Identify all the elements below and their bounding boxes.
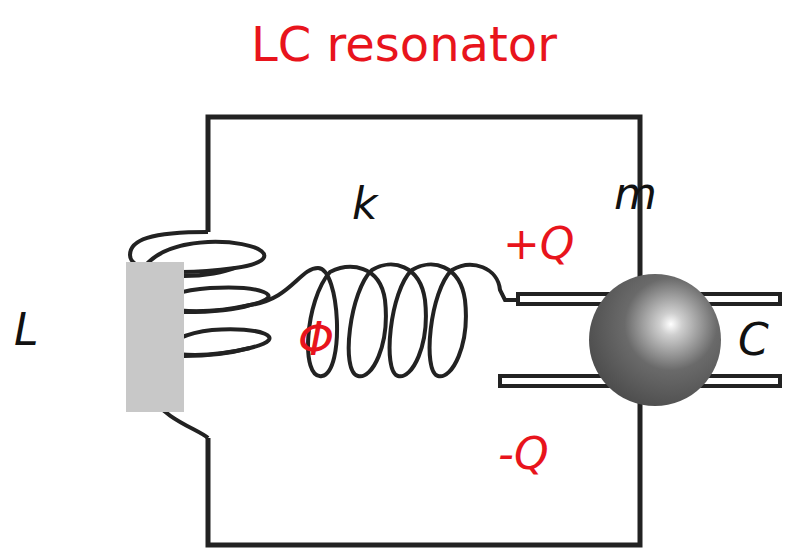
charge-label: -Q xyxy=(498,432,549,476)
spring-coil xyxy=(250,265,518,377)
inductor-core xyxy=(126,262,184,412)
circuit-wire xyxy=(208,117,640,545)
mass-ball xyxy=(589,274,721,406)
diagram-title: LC resonator xyxy=(251,20,557,68)
charge-label: +Q xyxy=(503,222,575,266)
spring-label: k xyxy=(352,182,377,226)
inductor-label: L xyxy=(14,308,39,352)
flux-label: Φ xyxy=(298,316,334,362)
inductor-coil-front xyxy=(184,268,250,356)
mass-label: m xyxy=(614,172,657,216)
capacitor-label: C xyxy=(738,318,769,362)
